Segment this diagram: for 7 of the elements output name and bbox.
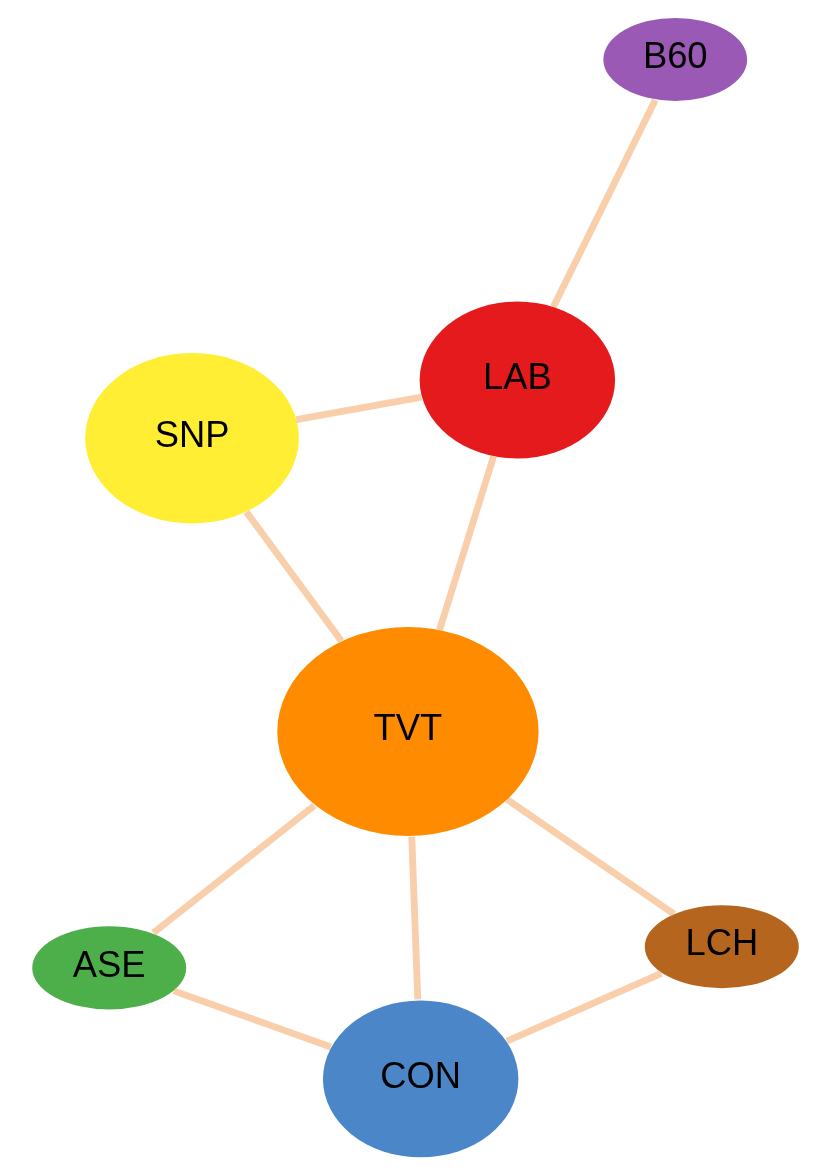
node-ellipse: SNP bbox=[85, 353, 299, 524]
node-ellipse: LAB bbox=[419, 301, 616, 459]
node-ellipse: TVT bbox=[277, 626, 539, 836]
node-ellipse: ASE bbox=[32, 926, 187, 1010]
node-ellipse: LCH bbox=[644, 905, 799, 989]
node-ellipse: B60 bbox=[603, 17, 748, 101]
node-ellipse: CON bbox=[322, 1000, 519, 1158]
